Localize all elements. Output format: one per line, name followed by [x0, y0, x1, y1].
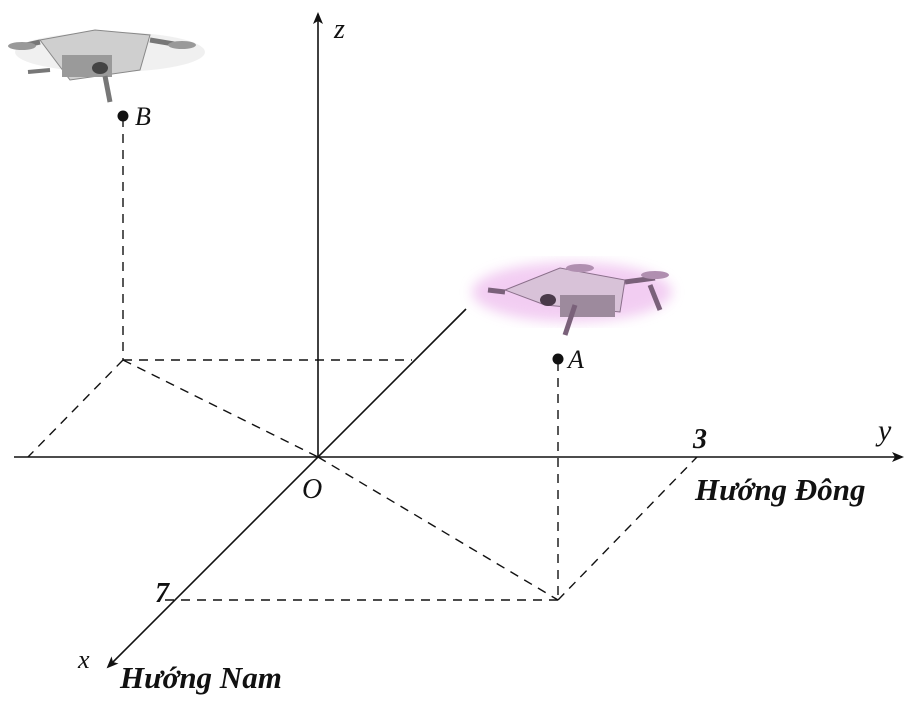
- drone-b-icon: [8, 29, 205, 103]
- x-tick-7: 7: [155, 578, 170, 609]
- point-a: [552, 353, 564, 365]
- y-axis-label: y: [875, 414, 892, 447]
- point-b: [117, 110, 129, 122]
- origin-label: O: [302, 474, 322, 505]
- y-direction-label: Hướng Đông: [694, 472, 865, 507]
- x-axis: [106, 308, 467, 669]
- z-axis-label: z: [333, 14, 345, 45]
- x-direction-label: Hướng Nam: [119, 660, 282, 695]
- x-axis-label: x: [77, 645, 90, 674]
- drone-a-icon: [472, 262, 672, 336]
- y-tick-3: 3: [692, 424, 707, 455]
- point-b-label: B: [135, 102, 151, 131]
- point-a-label: A: [566, 345, 584, 374]
- dashed-guides: [27, 118, 698, 601]
